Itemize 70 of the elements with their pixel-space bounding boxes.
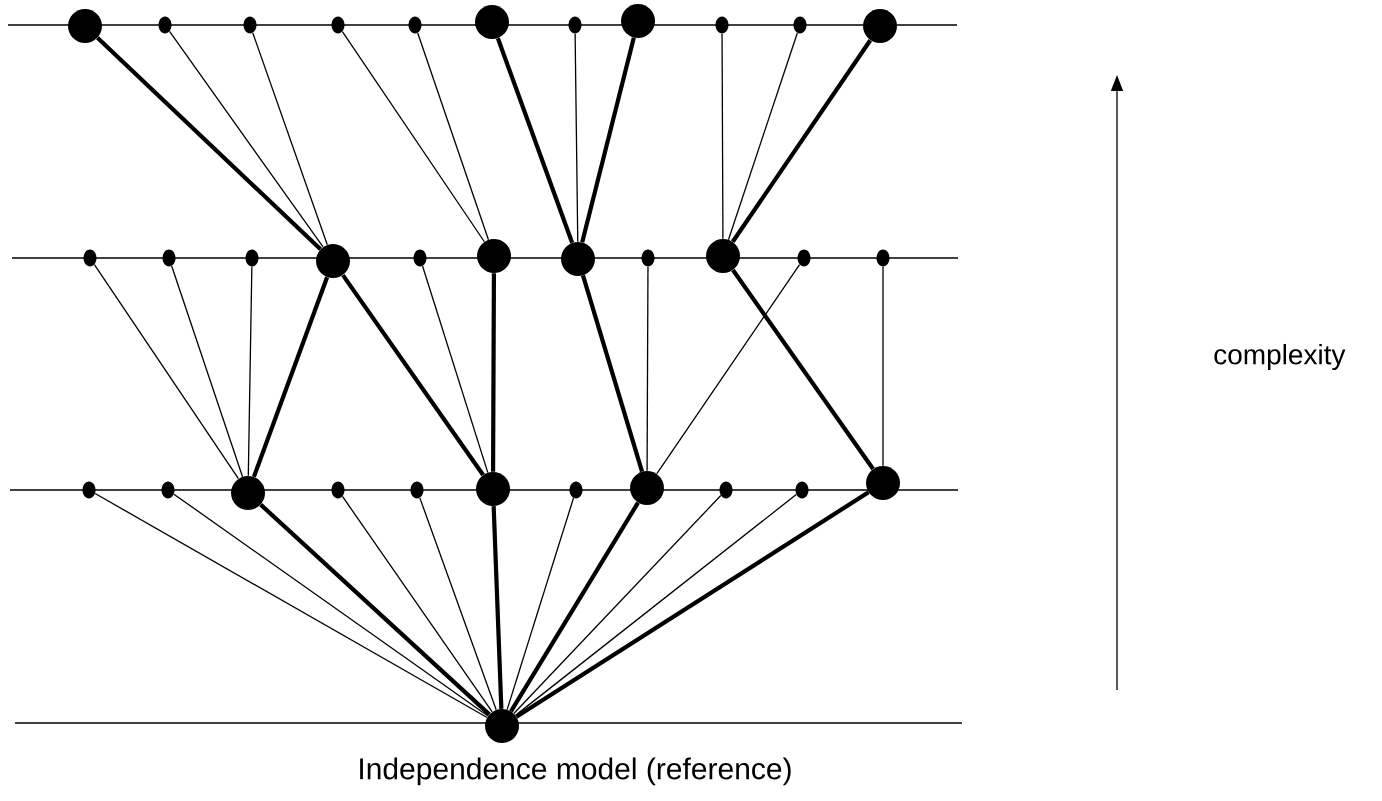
graph-node (715, 16, 729, 34)
connector-line (341, 495, 493, 713)
graph-node (795, 481, 809, 499)
connector-line (94, 492, 488, 719)
connector-line (252, 32, 328, 246)
connector-line (173, 493, 489, 717)
connector-line (513, 494, 722, 715)
graph-node (797, 249, 811, 267)
graph-node (331, 481, 345, 499)
connector-line (506, 497, 575, 711)
graph-node (68, 9, 102, 43)
graph-node (863, 9, 897, 43)
connector-line (580, 37, 636, 243)
graph-node (477, 239, 511, 273)
connector-line (509, 501, 640, 713)
connector-line (656, 263, 801, 475)
axis-label: complexity (1214, 343, 1346, 371)
connector-line (727, 32, 798, 241)
connector-line (96, 36, 322, 251)
graph-node (485, 709, 519, 743)
connector-line (247, 266, 253, 477)
graph-node (231, 476, 265, 510)
graph-node (162, 249, 176, 267)
graph-node (158, 16, 172, 34)
connector-line (341, 273, 485, 477)
graph-node (866, 466, 900, 500)
graph-node (621, 4, 655, 38)
connector-line (515, 490, 870, 719)
graph-node (476, 472, 510, 506)
graph-node (641, 249, 655, 267)
connector-line (730, 39, 873, 243)
connector-line (259, 503, 491, 716)
graph-node (83, 249, 97, 267)
connector-line (731, 268, 875, 471)
graph-node (876, 249, 890, 267)
connector-line (721, 33, 724, 240)
connector-line (171, 265, 244, 478)
graph-node (706, 239, 740, 273)
connector-line (882, 266, 884, 467)
connector-line (491, 506, 504, 709)
connector-line (341, 30, 486, 243)
connector-line (646, 266, 649, 472)
connector-line (251, 276, 330, 478)
graph-node (331, 16, 345, 34)
graph-node (413, 249, 427, 267)
graph-node (561, 242, 595, 276)
graph-node (630, 471, 664, 505)
connector-line (417, 32, 490, 241)
graph-node (243, 16, 257, 34)
graph-node (475, 5, 509, 39)
graph-node (719, 481, 733, 499)
connector-line (514, 493, 797, 717)
connector-line (491, 273, 497, 472)
graph-node (82, 481, 96, 499)
connector-line (421, 265, 489, 474)
connector-line (168, 30, 324, 248)
connector-line (574, 33, 579, 243)
graph-node (316, 244, 350, 278)
graph-node (410, 481, 424, 499)
connector-line (580, 274, 645, 473)
node-caption: Independence model (reference) (360, 757, 791, 786)
connector-line (419, 497, 497, 711)
graph-node (245, 249, 259, 267)
connector-line (495, 37, 575, 244)
graph-node (161, 481, 175, 499)
graph-node (569, 481, 583, 499)
graph-node (793, 16, 807, 34)
connector-line (93, 263, 240, 480)
graph-node (568, 16, 582, 34)
graph-node (408, 16, 422, 34)
